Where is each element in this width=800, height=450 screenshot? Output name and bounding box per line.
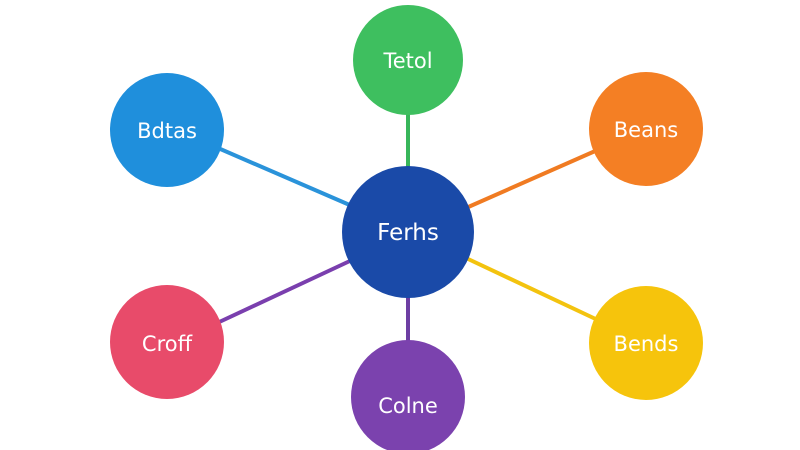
node-top-circle	[353, 5, 463, 115]
node-center-circle	[342, 166, 474, 298]
node-bottom: Colne	[351, 340, 465, 450]
node-lower-right-circle	[589, 286, 703, 400]
node-top-label: Tetol	[382, 49, 432, 73]
node-bottom-label: Colne	[378, 394, 438, 418]
node-lower-right-label: Bends	[614, 332, 679, 356]
connector-lower-left	[213, 258, 354, 326]
node-lower-right: Bends	[589, 286, 703, 400]
node-upper-left: Bdtas	[110, 73, 224, 187]
node-upper-right: Beans	[589, 72, 703, 186]
connector-lower-right	[464, 256, 604, 324]
node-center: Ferhs	[342, 166, 474, 298]
node-lower-left-label: Croff	[142, 332, 193, 356]
node-center-label: Ferhs	[377, 220, 439, 246]
connectors	[213, 108, 604, 352]
node-upper-right-label: Beans	[614, 118, 678, 142]
connector-upper-left	[216, 146, 354, 208]
node-lower-left: Croff	[110, 285, 224, 399]
node-upper-right-circle	[589, 72, 703, 186]
node-upper-left-circle	[110, 73, 224, 187]
node-top: Tetol	[353, 5, 463, 115]
node-upper-left-label: Bdtas	[137, 119, 197, 143]
node-bottom-circle	[351, 340, 465, 450]
connector-upper-right	[464, 146, 604, 210]
node-lower-left-circle	[110, 285, 224, 399]
